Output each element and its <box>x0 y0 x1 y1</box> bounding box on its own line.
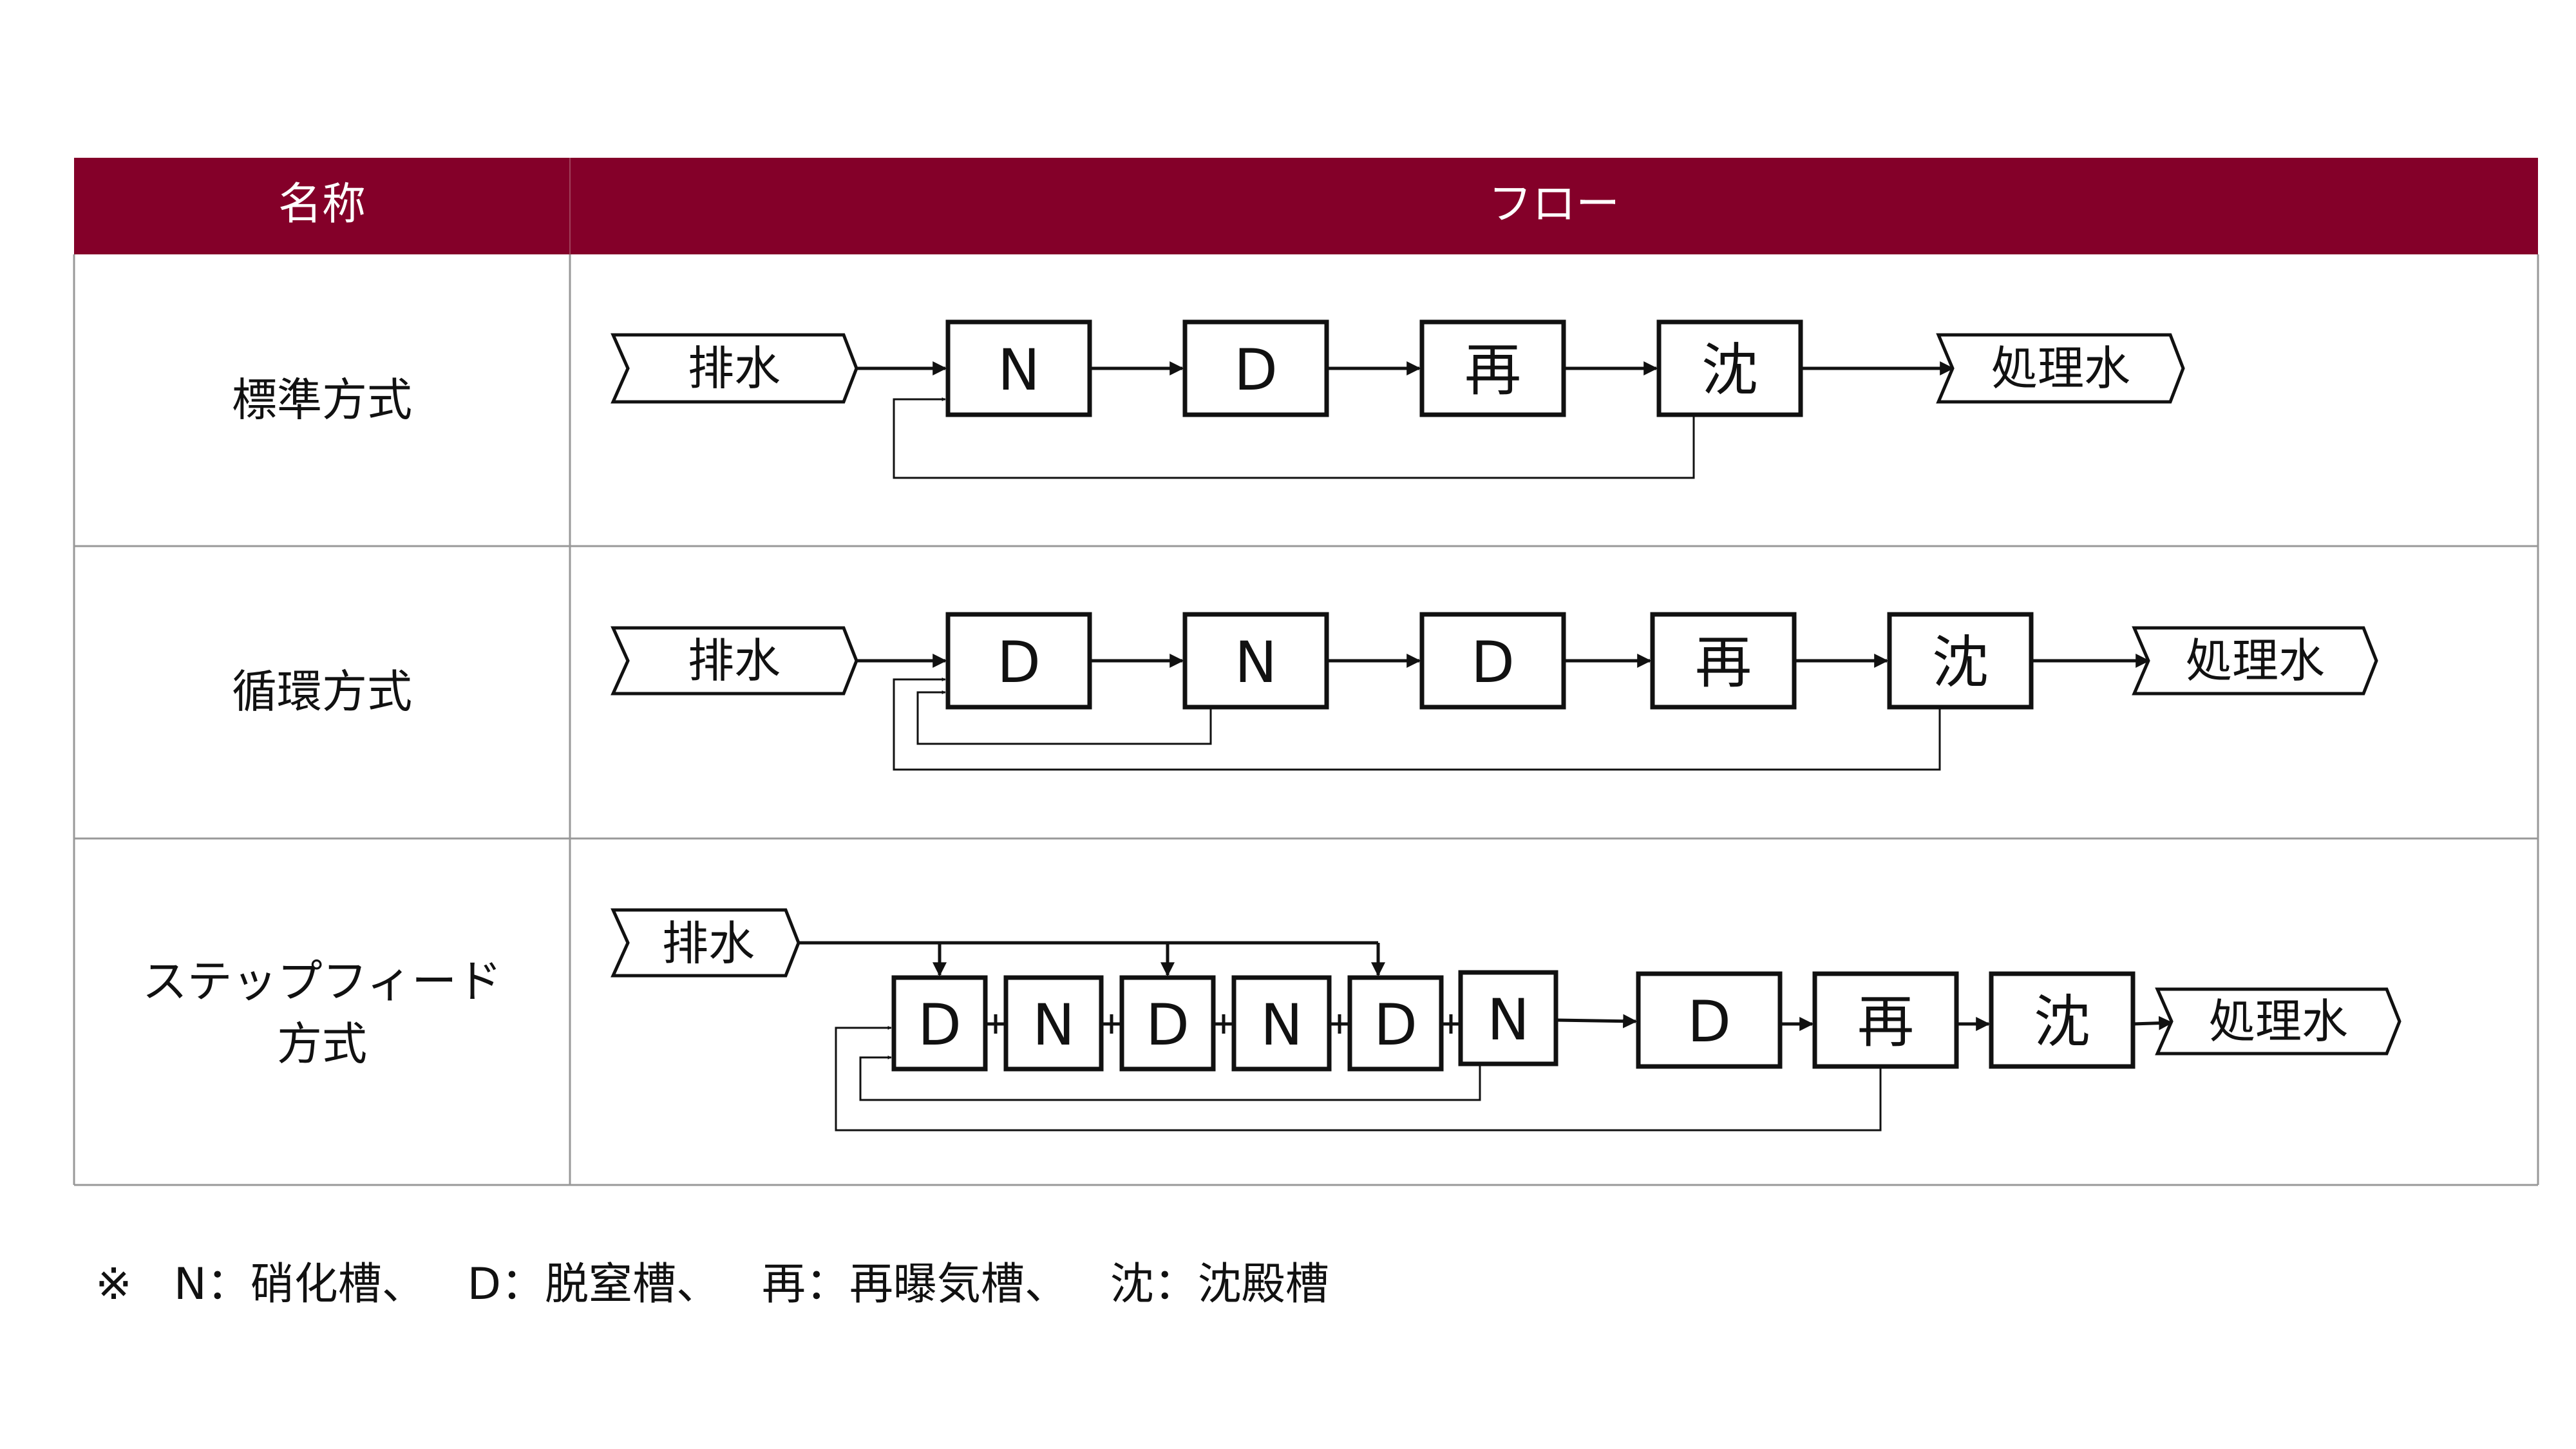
tank-box <box>945 319 1092 417</box>
tank-label: N <box>1260 992 1303 1058</box>
legend-item-d: D：脱窒槽、 <box>467 1259 720 1310</box>
flow-standard: 排水 N D 再 沈 処理水 <box>611 319 2185 479</box>
row-name-stepfeed-line2: 方式 <box>277 1018 367 1070</box>
tank-label: D <box>1471 629 1515 696</box>
header-flow-col: フロー <box>1488 179 1620 230</box>
tank-box <box>1887 612 2034 710</box>
tank-label: D <box>997 629 1041 696</box>
legend: ※ N：硝化槽、 D：脱窒槽、 再：再曝気槽、 沈：沈殿槽 <box>95 1248 1329 1312</box>
row-name-stepfeed-line1: ステップフィード <box>142 955 502 1008</box>
return-line <box>893 677 1941 771</box>
output-label: 処理水 <box>1991 341 2130 395</box>
input-tag <box>611 333 858 404</box>
legend-item-n: N：硝化槽、 <box>173 1259 426 1310</box>
legend-item-re: 再：再曝気槽、 <box>761 1259 1068 1310</box>
return-line <box>893 397 1695 479</box>
tank-label: 沈 <box>2034 989 2090 1055</box>
tank-box <box>1650 612 1797 710</box>
input-label: 排水 <box>688 634 781 688</box>
tank-box <box>1458 970 1558 1066</box>
legend-item-chin: 沈：沈殿槽 <box>1110 1259 1329 1310</box>
tank-box <box>1812 971 1959 1069</box>
tank-label: 再 <box>1857 989 1914 1055</box>
legend-mark: ※ <box>95 1259 132 1310</box>
tank-box <box>1003 975 1104 1072</box>
tank-label: N <box>1487 987 1530 1053</box>
tank-label: 沈 <box>1932 629 1989 696</box>
tank-box <box>1347 975 1444 1072</box>
input-label: 排水 <box>662 916 755 971</box>
tank-label: 再 <box>1464 337 1521 403</box>
output-label: 処理水 <box>2209 994 2348 1048</box>
tank-label: D <box>1687 989 1731 1055</box>
tank-box <box>1636 971 1783 1069</box>
tank-label: N <box>998 337 1040 403</box>
tank-label: 沈 <box>1701 337 1758 403</box>
input-tag <box>611 626 858 696</box>
circulation-line <box>859 1056 1481 1101</box>
tank-label: N <box>1235 629 1277 696</box>
row-name-standard: 標準方式 <box>232 374 412 426</box>
tank-label: D <box>1146 992 1189 1058</box>
tank-label: 再 <box>1695 629 1752 696</box>
tank-box <box>1989 971 2136 1069</box>
return-line <box>835 1026 1882 1132</box>
circulation-line <box>916 690 1212 745</box>
header-name-col: 名称 <box>278 179 366 230</box>
row-name-circulation: 循環方式 <box>232 665 412 718</box>
tank-box <box>1182 612 1329 710</box>
flow-circulation: 排水 D N D 再 沈 処理水 <box>611 612 2378 771</box>
input-label: 排水 <box>688 341 781 395</box>
table-header <box>74 158 2538 254</box>
tank-label: D <box>1234 337 1278 403</box>
input-tag <box>611 908 800 978</box>
output-label: 処理水 <box>2186 634 2325 688</box>
table-grid <box>73 254 2539 1186</box>
tank-label: D <box>918 992 961 1058</box>
tank-box <box>1119 975 1216 1072</box>
tank-box <box>945 612 1092 710</box>
flow-stepfeed: 排水 D N D N D N D 再 沈 処理水 <box>611 908 2401 1132</box>
tank-label: D <box>1374 992 1417 1058</box>
tank-label: N <box>1032 992 1075 1058</box>
